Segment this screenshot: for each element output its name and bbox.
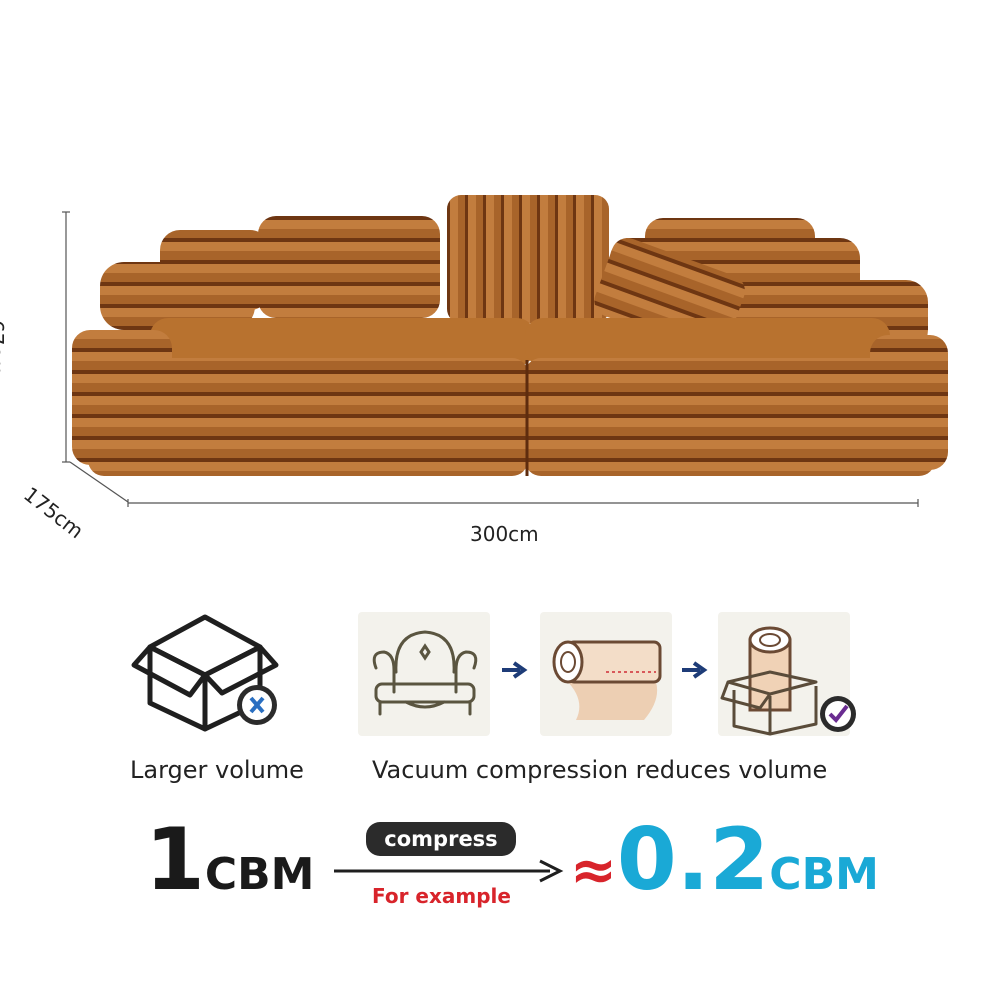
box-with-roll-icon (720, 626, 856, 736)
pillow (258, 216, 440, 318)
larger-volume-caption: Larger volume (130, 756, 304, 784)
before-value: 1CBM (145, 812, 314, 923)
height-label: 67cm (0, 320, 8, 376)
compression-caption: Vacuum compression reduces volume (372, 756, 828, 784)
rolled-foam-icon (552, 640, 662, 720)
after-number: 0.2 (616, 810, 770, 910)
armchair-icon (372, 630, 478, 716)
before-number: 1 (145, 810, 205, 910)
arrow-right-icon (334, 859, 564, 883)
sofa-image (62, 195, 948, 507)
arrow-right-icon (682, 661, 708, 679)
x-badge-icon (237, 685, 277, 725)
example-note: For example (372, 884, 511, 908)
after-unit: CBM (769, 849, 879, 900)
after-value: ≈0.2CBM (570, 812, 879, 923)
check-badge-icon (820, 696, 856, 732)
compress-pill: compress (366, 822, 516, 856)
arrow-right-icon (502, 661, 528, 679)
pillow (100, 262, 255, 330)
width-label: 300cm (470, 522, 539, 546)
box-icon (131, 614, 279, 732)
pillow (447, 195, 609, 323)
before-unit: CBM (204, 849, 315, 900)
approx-symbol: ≈ (570, 838, 617, 903)
